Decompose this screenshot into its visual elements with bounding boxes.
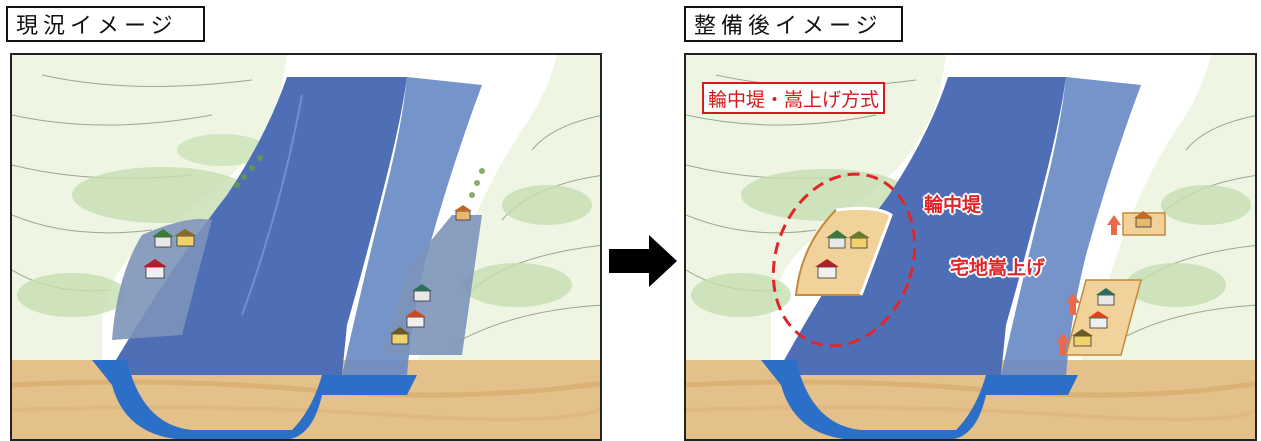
after-river-illustration xyxy=(686,55,1255,439)
river-channel xyxy=(92,360,417,439)
land-raising-label: 宅地嵩上げ xyxy=(950,257,1046,279)
before-title-text: 現況イメージ xyxy=(16,14,178,39)
after-title: 整備後イメージ xyxy=(684,6,903,42)
raise-arrow-icon xyxy=(1056,215,1121,355)
river-channel xyxy=(761,360,1078,439)
left-floodplain xyxy=(112,219,212,340)
before-river-illustration xyxy=(12,55,600,439)
scheme-label: 輪中堤・嵩上げ方式 xyxy=(708,88,880,111)
house-cluster-levee xyxy=(815,230,870,279)
scheme-label-box: 輪中堤・嵩上げ方式 xyxy=(702,82,886,114)
after-illustration-panel: 輪中堤・嵩上げ方式 輪中堤 宅地嵩上げ xyxy=(684,53,1257,441)
house-cluster-left xyxy=(143,229,197,279)
house-cluster-raised xyxy=(1072,211,1153,347)
before-title: 現況イメージ xyxy=(6,6,205,42)
ring-levee-label: 輪中堤 xyxy=(924,194,982,216)
river-surface xyxy=(776,77,1066,375)
before-illustration-panel xyxy=(10,53,602,441)
house-cluster-right xyxy=(390,205,472,345)
transition-arrow-icon xyxy=(609,235,677,287)
after-title-text: 整備後イメージ xyxy=(694,14,883,39)
